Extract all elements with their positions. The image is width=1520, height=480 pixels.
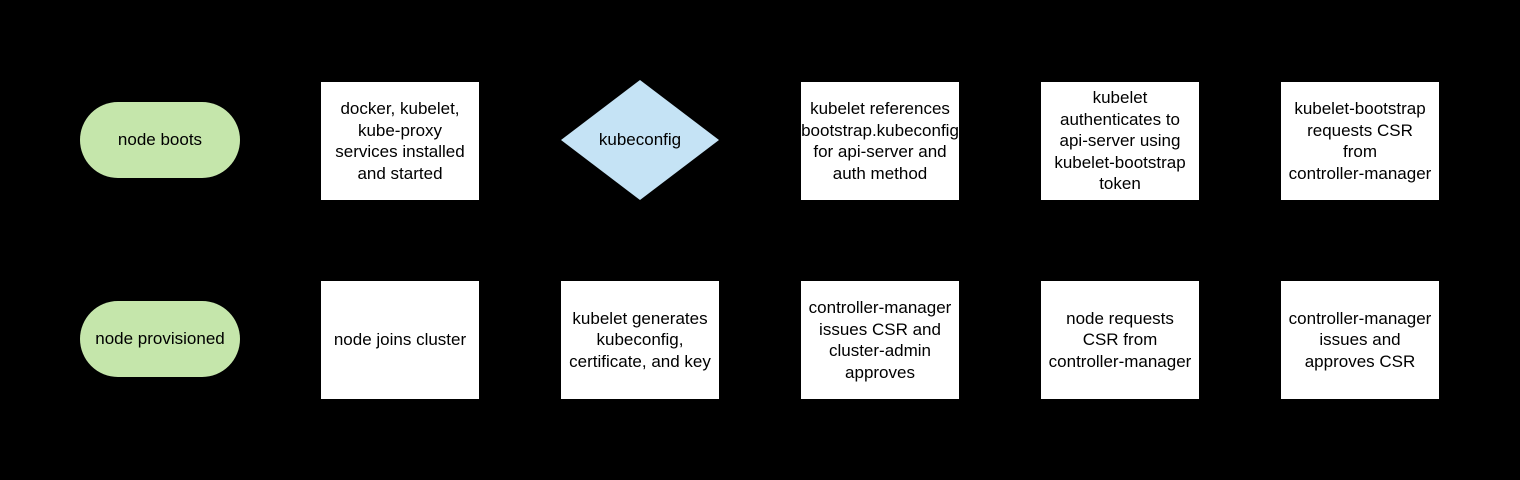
flow-node-label-kubelet-references-bootstrap: kubelet references bootstrap.kubeconfig …	[801, 99, 959, 183]
flow-node-label-kubelet-bootstrap-requests-csr: kubelet-bootstrap requests CSR from cont…	[1288, 99, 1432, 183]
flow-node-node-boots[interactable]: node boots	[80, 102, 240, 178]
flow-node-services-installed[interactable]: docker, kubelet, kube-proxy services ins…	[321, 82, 479, 200]
flow-node-label-services-installed: docker, kubelet, kube-proxy services ins…	[335, 99, 465, 183]
flow-node-kubeconfig[interactable]: kubeconfig	[561, 80, 719, 200]
flow-node-label-controller-manager-approves: controller-manager issues and approves C…	[1288, 308, 1432, 371]
flow-node-node-joins-cluster[interactable]: node joins cluster	[321, 281, 479, 399]
flow-node-kubelet-bootstrap-requests-csr[interactable]: kubelet-bootstrap requests CSR from cont…	[1281, 82, 1439, 200]
flow-node-label-node-boots: node boots	[117, 130, 203, 150]
flow-node-kubelet-generates[interactable]: kubelet generates kubeconfig, certificat…	[561, 281, 719, 399]
flow-node-controller-manager-approves[interactable]: controller-manager issues and approves C…	[1281, 281, 1439, 399]
flow-node-node-requests-csr[interactable]: node requests CSR from controller-manage…	[1041, 281, 1199, 399]
flow-node-label-kubeconfig: kubeconfig	[598, 130, 682, 150]
flow-node-label-node-provisioned: node provisioned	[95, 329, 225, 349]
flow-node-label-node-requests-csr: node requests CSR from controller-manage…	[1048, 308, 1192, 371]
flow-node-label-controller-manager-issues-csr: controller-manager issues CSR and cluste…	[808, 298, 952, 382]
flow-node-controller-manager-issues-csr[interactable]: controller-manager issues CSR and cluste…	[801, 281, 959, 399]
flow-node-kubelet-authenticates[interactable]: kubelet authenticates to api-server usin…	[1041, 82, 1199, 200]
flow-node-node-provisioned[interactable]: node provisioned	[80, 301, 240, 377]
flow-node-label-kubelet-authenticates: kubelet authenticates to api-server usin…	[1054, 88, 1186, 194]
flow-node-kubelet-references-bootstrap[interactable]: kubelet references bootstrap.kubeconfig …	[801, 82, 959, 200]
flow-node-label-node-joins-cluster: node joins cluster	[333, 330, 467, 350]
flow-node-label-kubelet-generates: kubelet generates kubeconfig, certificat…	[569, 308, 711, 371]
